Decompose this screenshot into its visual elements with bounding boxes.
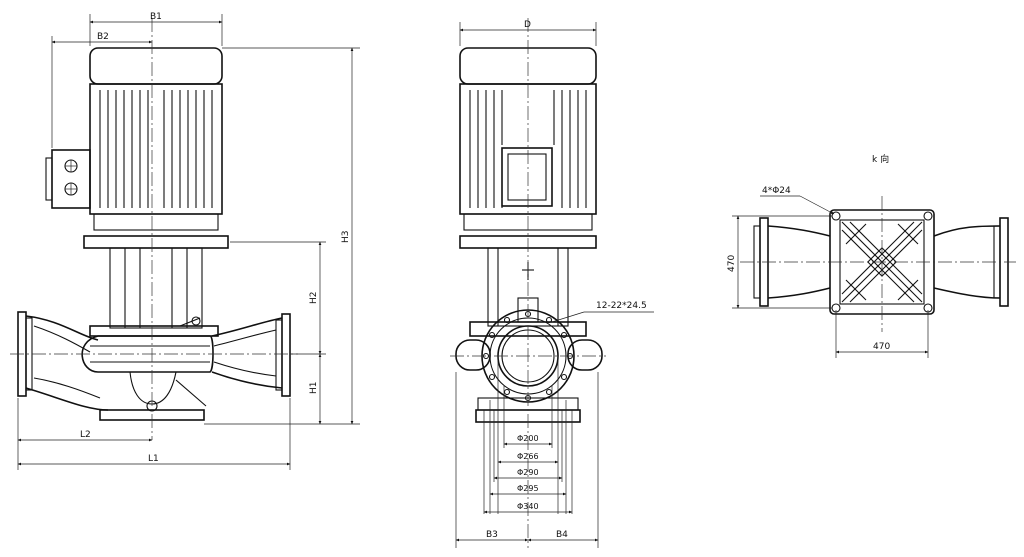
dim-b2-label: B2 — [97, 32, 109, 42]
k-ribs — [841, 221, 923, 303]
dim-b4-label: B4 — [556, 530, 568, 540]
k-hole-tr — [923, 211, 933, 221]
front-motor-fins — [469, 90, 587, 208]
side-motor-body — [89, 83, 223, 215]
side-outlet-flange — [281, 313, 291, 397]
dim-h1-label: H1 — [309, 382, 319, 395]
dim-h3-label: H3 — [341, 231, 351, 244]
side-motor-cap — [89, 47, 223, 85]
k-inlet-pipe — [767, 225, 831, 237]
dia-295-label: Φ295 — [517, 484, 539, 493]
dim-b1-label: B1 — [150, 12, 162, 22]
side-suction-nozzle — [25, 315, 99, 341]
bolt-note: 12-22*24.5 — [596, 301, 647, 311]
side-discharge-nozzle — [211, 317, 283, 337]
k-outlet-pipe — [933, 225, 1001, 237]
dia-340-label: Φ340 — [517, 502, 539, 511]
dia-266-label: Φ266 — [517, 452, 539, 461]
side-terminal-box — [51, 149, 91, 209]
dim-d-label: D — [524, 20, 531, 30]
dim-b3-label: B3 — [486, 530, 498, 540]
side-view: B1 B2 H3 H2 H1 L2 L1 — [10, 12, 360, 470]
dim-h2-label: H2 — [309, 292, 319, 305]
k-view: k 向 4*Φ24 — [727, 153, 1016, 358]
front-nameplate — [501, 147, 553, 207]
side-volute — [81, 335, 214, 373]
dia-290-label: Φ290 — [517, 468, 539, 477]
dia-200-label: Φ200 — [517, 434, 539, 443]
k-dim-height: 470 — [727, 255, 737, 272]
k-dim-width: 470 — [873, 342, 890, 352]
dim-l1-label: L1 — [148, 454, 159, 464]
k-hole-note: 4*Φ24 — [762, 186, 791, 196]
side-motor-skirt — [93, 213, 219, 231]
dim-l2-label: L2 — [80, 430, 91, 440]
front-view: D 12-22*24.5 Φ200 Φ266 Φ290 Φ295 Φ340 B3… — [450, 18, 654, 548]
side-motor-fins — [99, 90, 213, 208]
k-view-title: k 向 — [872, 153, 889, 165]
side-bracket — [109, 247, 203, 329]
side-motor-flange — [83, 235, 229, 249]
